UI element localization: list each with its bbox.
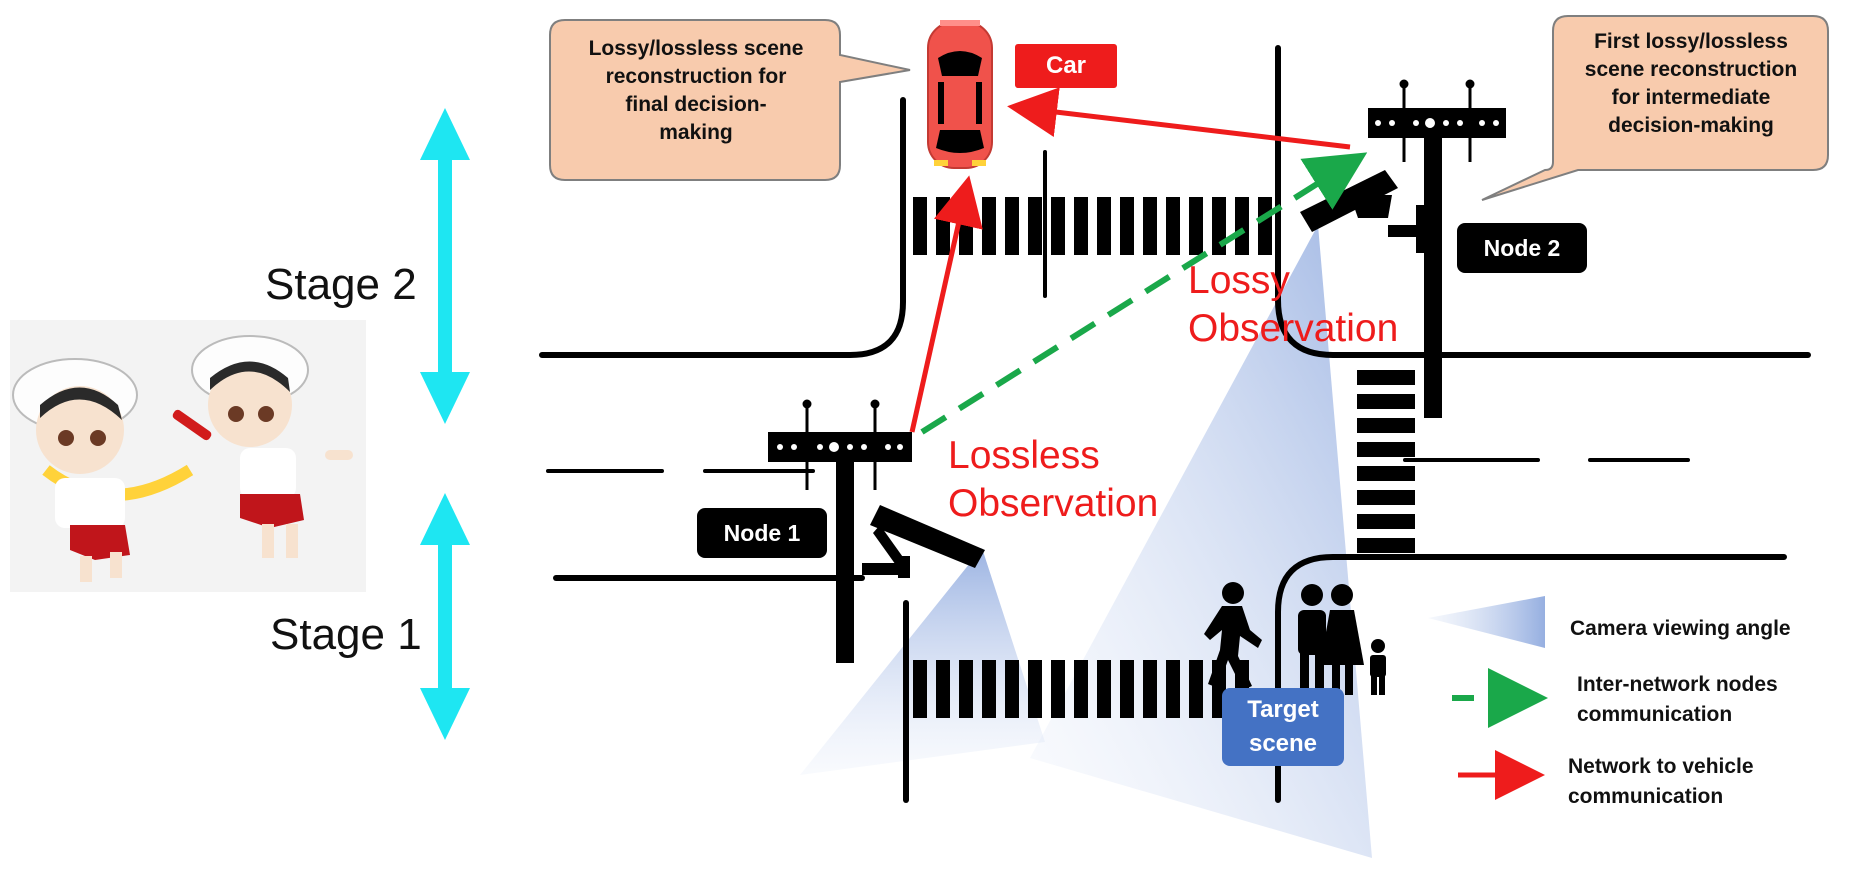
legend-camera-label: Camera viewing angle: [1570, 617, 1791, 640]
relay-runners-picture: [10, 320, 366, 592]
crosswalk-top: [913, 197, 1272, 255]
lossy-observation-line: Lossy: [1188, 259, 1290, 302]
crosswalk-right: [1357, 370, 1415, 553]
target-scene-line: Target: [1247, 696, 1319, 723]
bubble-intermediate-line: First lossy/lossless: [1594, 30, 1788, 53]
stage1-double-arrow: [420, 493, 470, 740]
bubble-intermediate-text: First lossy/lossless scene reconstructio…: [1555, 28, 1827, 140]
bubble-final-line: making: [659, 121, 733, 144]
node1-tag: Node 1: [697, 508, 827, 558]
bubble-final-line: Lossy/lossless scene: [588, 37, 804, 60]
lossless-observation-line: Lossless: [948, 434, 1100, 477]
lossy-observation-label: Lossy Observation: [1188, 257, 1398, 353]
node1-camera-icon: [862, 505, 985, 578]
bubble-final-text: Lossy/lossless scene reconstruction for …: [552, 35, 840, 147]
node2-to-car-arrow: [1007, 87, 1351, 150]
pedestrians-icon: [1204, 582, 1386, 695]
crosswalk-bottom: [913, 660, 1249, 718]
bubble-intermediate-decision: [1481, 15, 1829, 201]
legend-internode-line: Inter-network nodes: [1577, 673, 1778, 696]
target-scene-tag: Target scene: [1222, 688, 1344, 766]
lossless-n2v-arrow: [909, 175, 983, 433]
bubble-intermediate-line: scene reconstruction: [1584, 58, 1798, 81]
legend-n2v-line: communication: [1568, 785, 1724, 808]
bubble-final-decision: [549, 19, 911, 181]
stage2-label: Stage 2: [265, 260, 417, 309]
lossless-observation-line: Observation: [948, 482, 1159, 525]
bubble-final-line: reconstruction for: [605, 65, 787, 88]
node2-tag: Node 2: [1457, 223, 1587, 273]
bubble-intermediate-line: decision-making: [1608, 114, 1774, 137]
target-scene-line: scene: [1248, 730, 1318, 757]
legend-internode-line: communication: [1577, 703, 1733, 726]
lossy-observation-line: Observation: [1188, 307, 1399, 350]
car-tag: Car: [1015, 44, 1117, 88]
stage2-double-arrow: [420, 108, 470, 424]
legend-camera-cone-swatch: [1428, 596, 1545, 648]
stage1-label: Stage 1: [270, 610, 422, 659]
legend-n2v-label: Network to vehicle communication: [1568, 752, 1754, 812]
bubble-final-line: final decision-: [625, 93, 767, 116]
node2-pole-dots: [1375, 118, 1499, 128]
inter-node-arrow: [920, 152, 1368, 435]
node1-pole-dots: [777, 442, 903, 452]
bubble-intermediate-line: for intermediate: [1611, 86, 1771, 109]
legend-n2v-line: Network to vehicle: [1568, 755, 1754, 778]
road-lines: [539, 45, 1811, 803]
car-icon: [927, 20, 993, 169]
lossless-observation-label: Lossless Observation: [948, 432, 1158, 528]
node2-pole: [1368, 79, 1506, 418]
legend-internode-label: Inter-network nodes communication: [1577, 670, 1778, 730]
